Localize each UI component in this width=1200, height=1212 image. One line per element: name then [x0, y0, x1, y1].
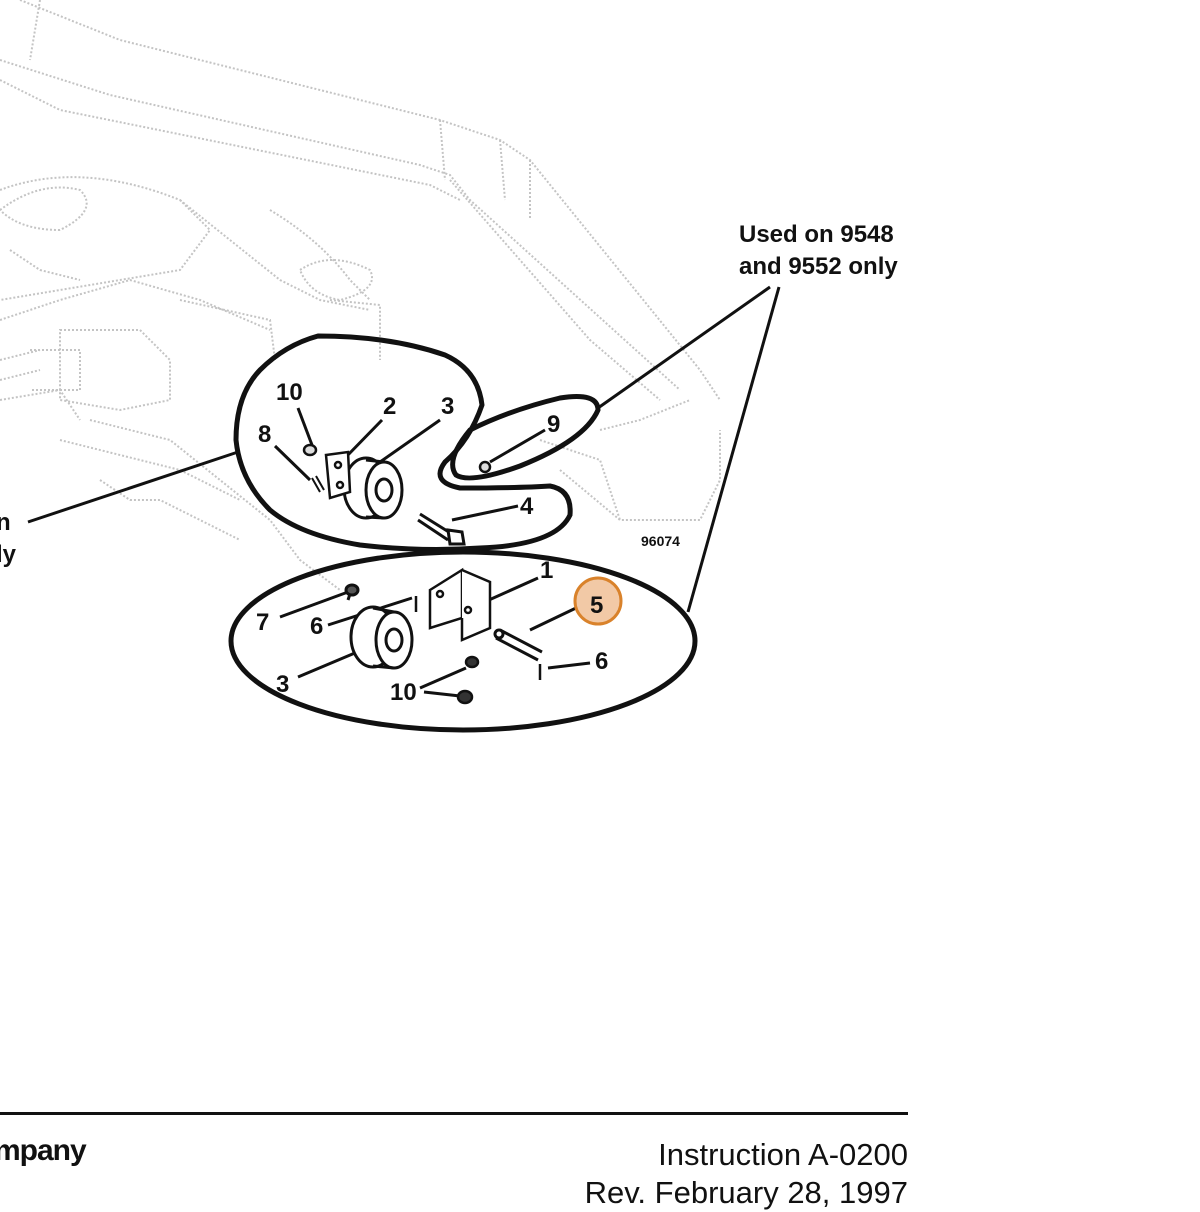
callout-6-left: 6 [310, 613, 323, 640]
pin-icon [493, 628, 543, 662]
callout-9: 9 [547, 411, 560, 438]
left-note-fragment-line2: ly [0, 541, 17, 568]
highlight-marker [573, 576, 623, 626]
instruction-number: Instruction A-0200 [658, 1137, 908, 1172]
callout-8: 8 [258, 421, 271, 448]
callout-10-bottom: 10 [390, 679, 417, 706]
mower-deck-background [0, 0, 721, 591]
company-name-fragment: mpany [0, 1134, 87, 1167]
screw-icon [344, 583, 360, 601]
bracket-lower-icon [428, 567, 492, 642]
cotter-pin-lower-icon [414, 596, 542, 680]
roller-wheel-lower-icon [349, 605, 414, 670]
callout-6-right: 6 [595, 648, 608, 675]
inner-assembly-outline-9 [450, 394, 601, 481]
callout-3-top: 3 [441, 393, 454, 420]
footer-rule [0, 1112, 908, 1115]
used-on-note-line1: Used on 9548 [739, 221, 894, 248]
callout-5: 5 [590, 592, 603, 619]
used-on-note-line2: and 9552 only [739, 253, 898, 280]
leader-lines [27, 285, 781, 698]
callout-3-bottom: 3 [276, 671, 289, 698]
upper-assembly-outline [233, 333, 573, 552]
callout-2: 2 [383, 393, 396, 420]
bracket-icon [324, 450, 352, 500]
document-info: Instruction A-0200 Rev. February 28, 199… [585, 1136, 908, 1212]
callout-7: 7 [256, 609, 269, 636]
callout-numbers: 10 2 3 8 9 4 1 5 7 6 6 3 10 [256, 379, 608, 706]
left-note-fragment-line1: n [0, 509, 11, 536]
nut-icon [302, 443, 492, 474]
callout-10-top: 10 [276, 379, 303, 406]
lower-assembly-outline [228, 549, 698, 733]
figure-number: 96074 [641, 533, 680, 549]
callout-1: 1 [540, 557, 553, 584]
roller-wheel-icon [342, 456, 404, 520]
bolt-icon [417, 512, 466, 546]
nuts-lower-icon [456, 655, 480, 705]
revision-date: Rev. February 28, 1997 [584, 1175, 908, 1210]
callout-4: 4 [520, 493, 534, 520]
cotter-pin-icon [311, 475, 325, 493]
